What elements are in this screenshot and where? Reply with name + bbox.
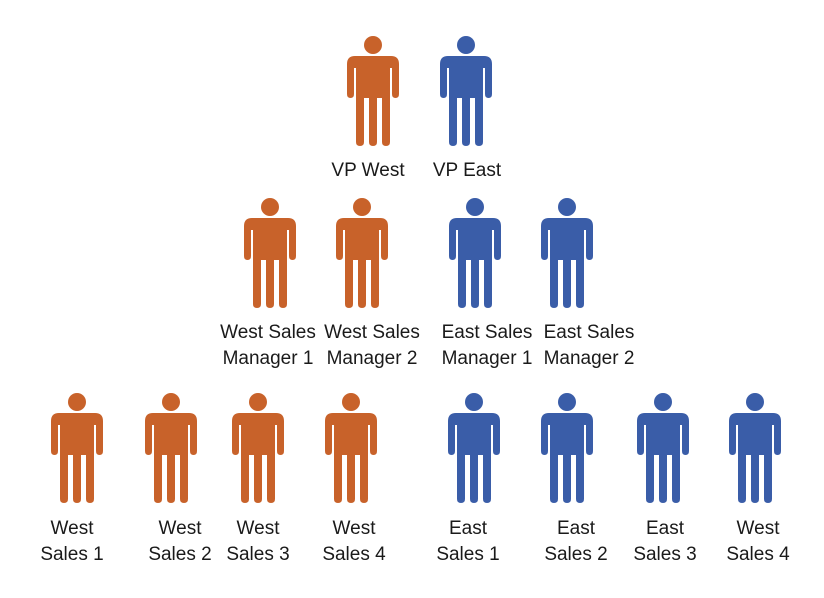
person-icon xyxy=(141,393,201,503)
person-label-line: East Sales xyxy=(543,322,635,343)
person-label-line: VP East xyxy=(432,160,502,181)
person-icon xyxy=(725,393,785,503)
person-label-line: Sales 2 xyxy=(544,544,608,565)
person-label: VP West xyxy=(298,158,438,184)
person-label-line: Sales 1 xyxy=(40,544,104,565)
person-label-line: Sales 1 xyxy=(436,544,500,565)
person-label-line: Sales 3 xyxy=(633,544,697,565)
person-label-line: West Sales xyxy=(324,322,420,343)
person-icon xyxy=(444,393,504,503)
person-icon xyxy=(436,36,496,146)
person-label-line: West xyxy=(736,518,780,539)
person-label-line: Sales 4 xyxy=(322,544,386,565)
person-icon xyxy=(445,198,505,308)
person-label-line: West xyxy=(50,518,94,539)
person-label-line: Sales 2 xyxy=(148,544,212,565)
person-label-line: Manager 2 xyxy=(543,348,635,369)
person-label-line: Manager 1 xyxy=(222,348,314,369)
person-icon xyxy=(343,36,403,146)
person-icon xyxy=(321,393,381,503)
person-label-line: West xyxy=(332,518,376,539)
person-icon xyxy=(47,393,107,503)
person-label-line: East xyxy=(556,518,596,539)
person-icon xyxy=(332,198,392,308)
person-label-line: East Sales xyxy=(441,322,533,343)
person-label-line: West Sales xyxy=(220,322,316,343)
person-label-line: Manager 1 xyxy=(441,348,533,369)
person-label-line: Sales 3 xyxy=(226,544,290,565)
person-label-line: Sales 4 xyxy=(726,544,790,565)
person-label: VP East xyxy=(397,158,537,184)
person-icon xyxy=(537,198,597,308)
person-label-line: East xyxy=(448,518,488,539)
person-label-line: West xyxy=(158,518,202,539)
person-label-line: VP West xyxy=(331,160,405,181)
person-icon xyxy=(228,393,288,503)
person-label-line: East xyxy=(645,518,685,539)
person-icon xyxy=(633,393,693,503)
person-label-line: West xyxy=(236,518,280,539)
person-icon xyxy=(240,198,300,308)
person-icon xyxy=(537,393,597,503)
person-label-line: Manager 2 xyxy=(326,348,418,369)
